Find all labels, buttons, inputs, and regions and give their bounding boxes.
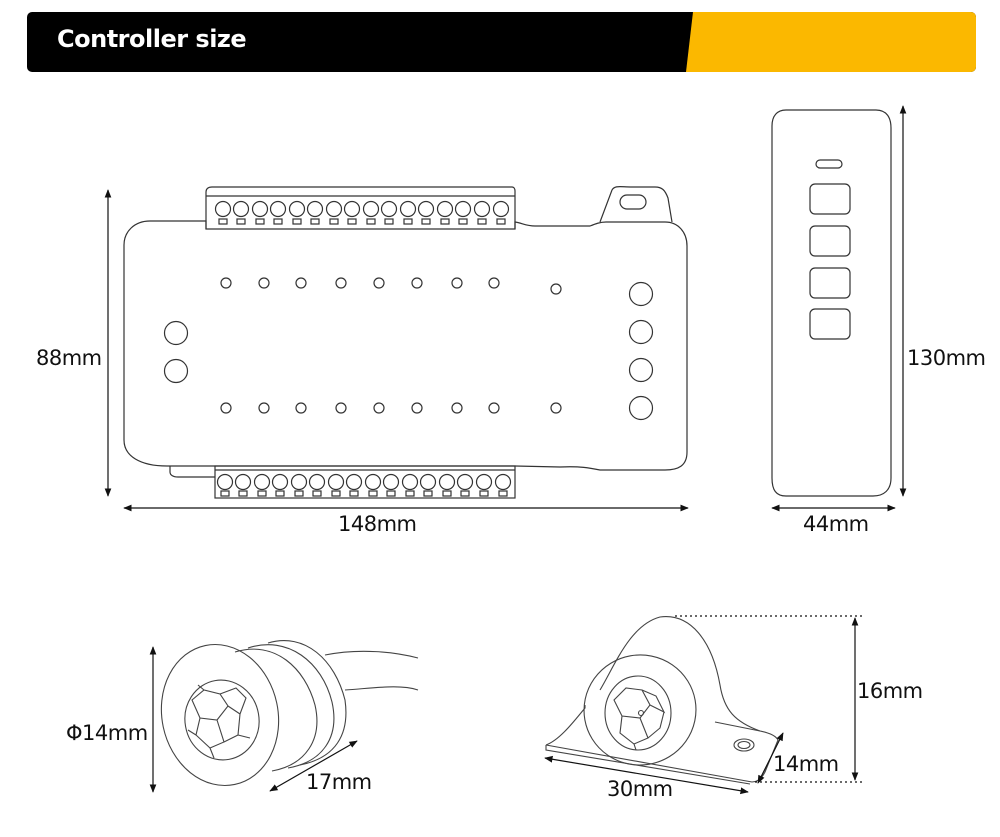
round-sensor-diameter-label: Φ14mm — [66, 721, 148, 745]
section-title: Controller size — [57, 25, 247, 53]
section-header: Controller size — [27, 12, 976, 72]
remote-dimension-lines — [771, 105, 907, 512]
controller-width-label: 148mm — [338, 512, 417, 536]
header-accent-stripe — [686, 12, 976, 72]
controller-drawing — [123, 186, 688, 499]
round-sensor-drawing — [160, 640, 419, 787]
top-terminal-pins — [214, 200, 510, 225]
controller-dimension-lines — [104, 189, 689, 512]
surface-sensor-depth-label: 14mm — [773, 752, 839, 776]
controller-height-label: 88mm — [36, 346, 102, 370]
remote-width-label: 44mm — [803, 512, 869, 536]
bottom-terminal-pins — [216, 473, 512, 497]
indicator-holes-bottom — [220, 402, 562, 414]
indicator-holes-top — [220, 277, 562, 295]
surface-sensor-height-label: 16mm — [857, 679, 923, 703]
surface-sensor-length-label: 30mm — [607, 777, 673, 801]
remote-height-label: 130mm — [907, 346, 986, 370]
remote-drawing — [771, 109, 892, 497]
round-sensor-dimension-lines — [149, 646, 358, 793]
round-sensor-depth-label: 17mm — [306, 770, 372, 794]
surface-sensor-drawing — [545, 616, 779, 785]
surface-sensor-dimension-lines — [544, 615, 865, 795]
